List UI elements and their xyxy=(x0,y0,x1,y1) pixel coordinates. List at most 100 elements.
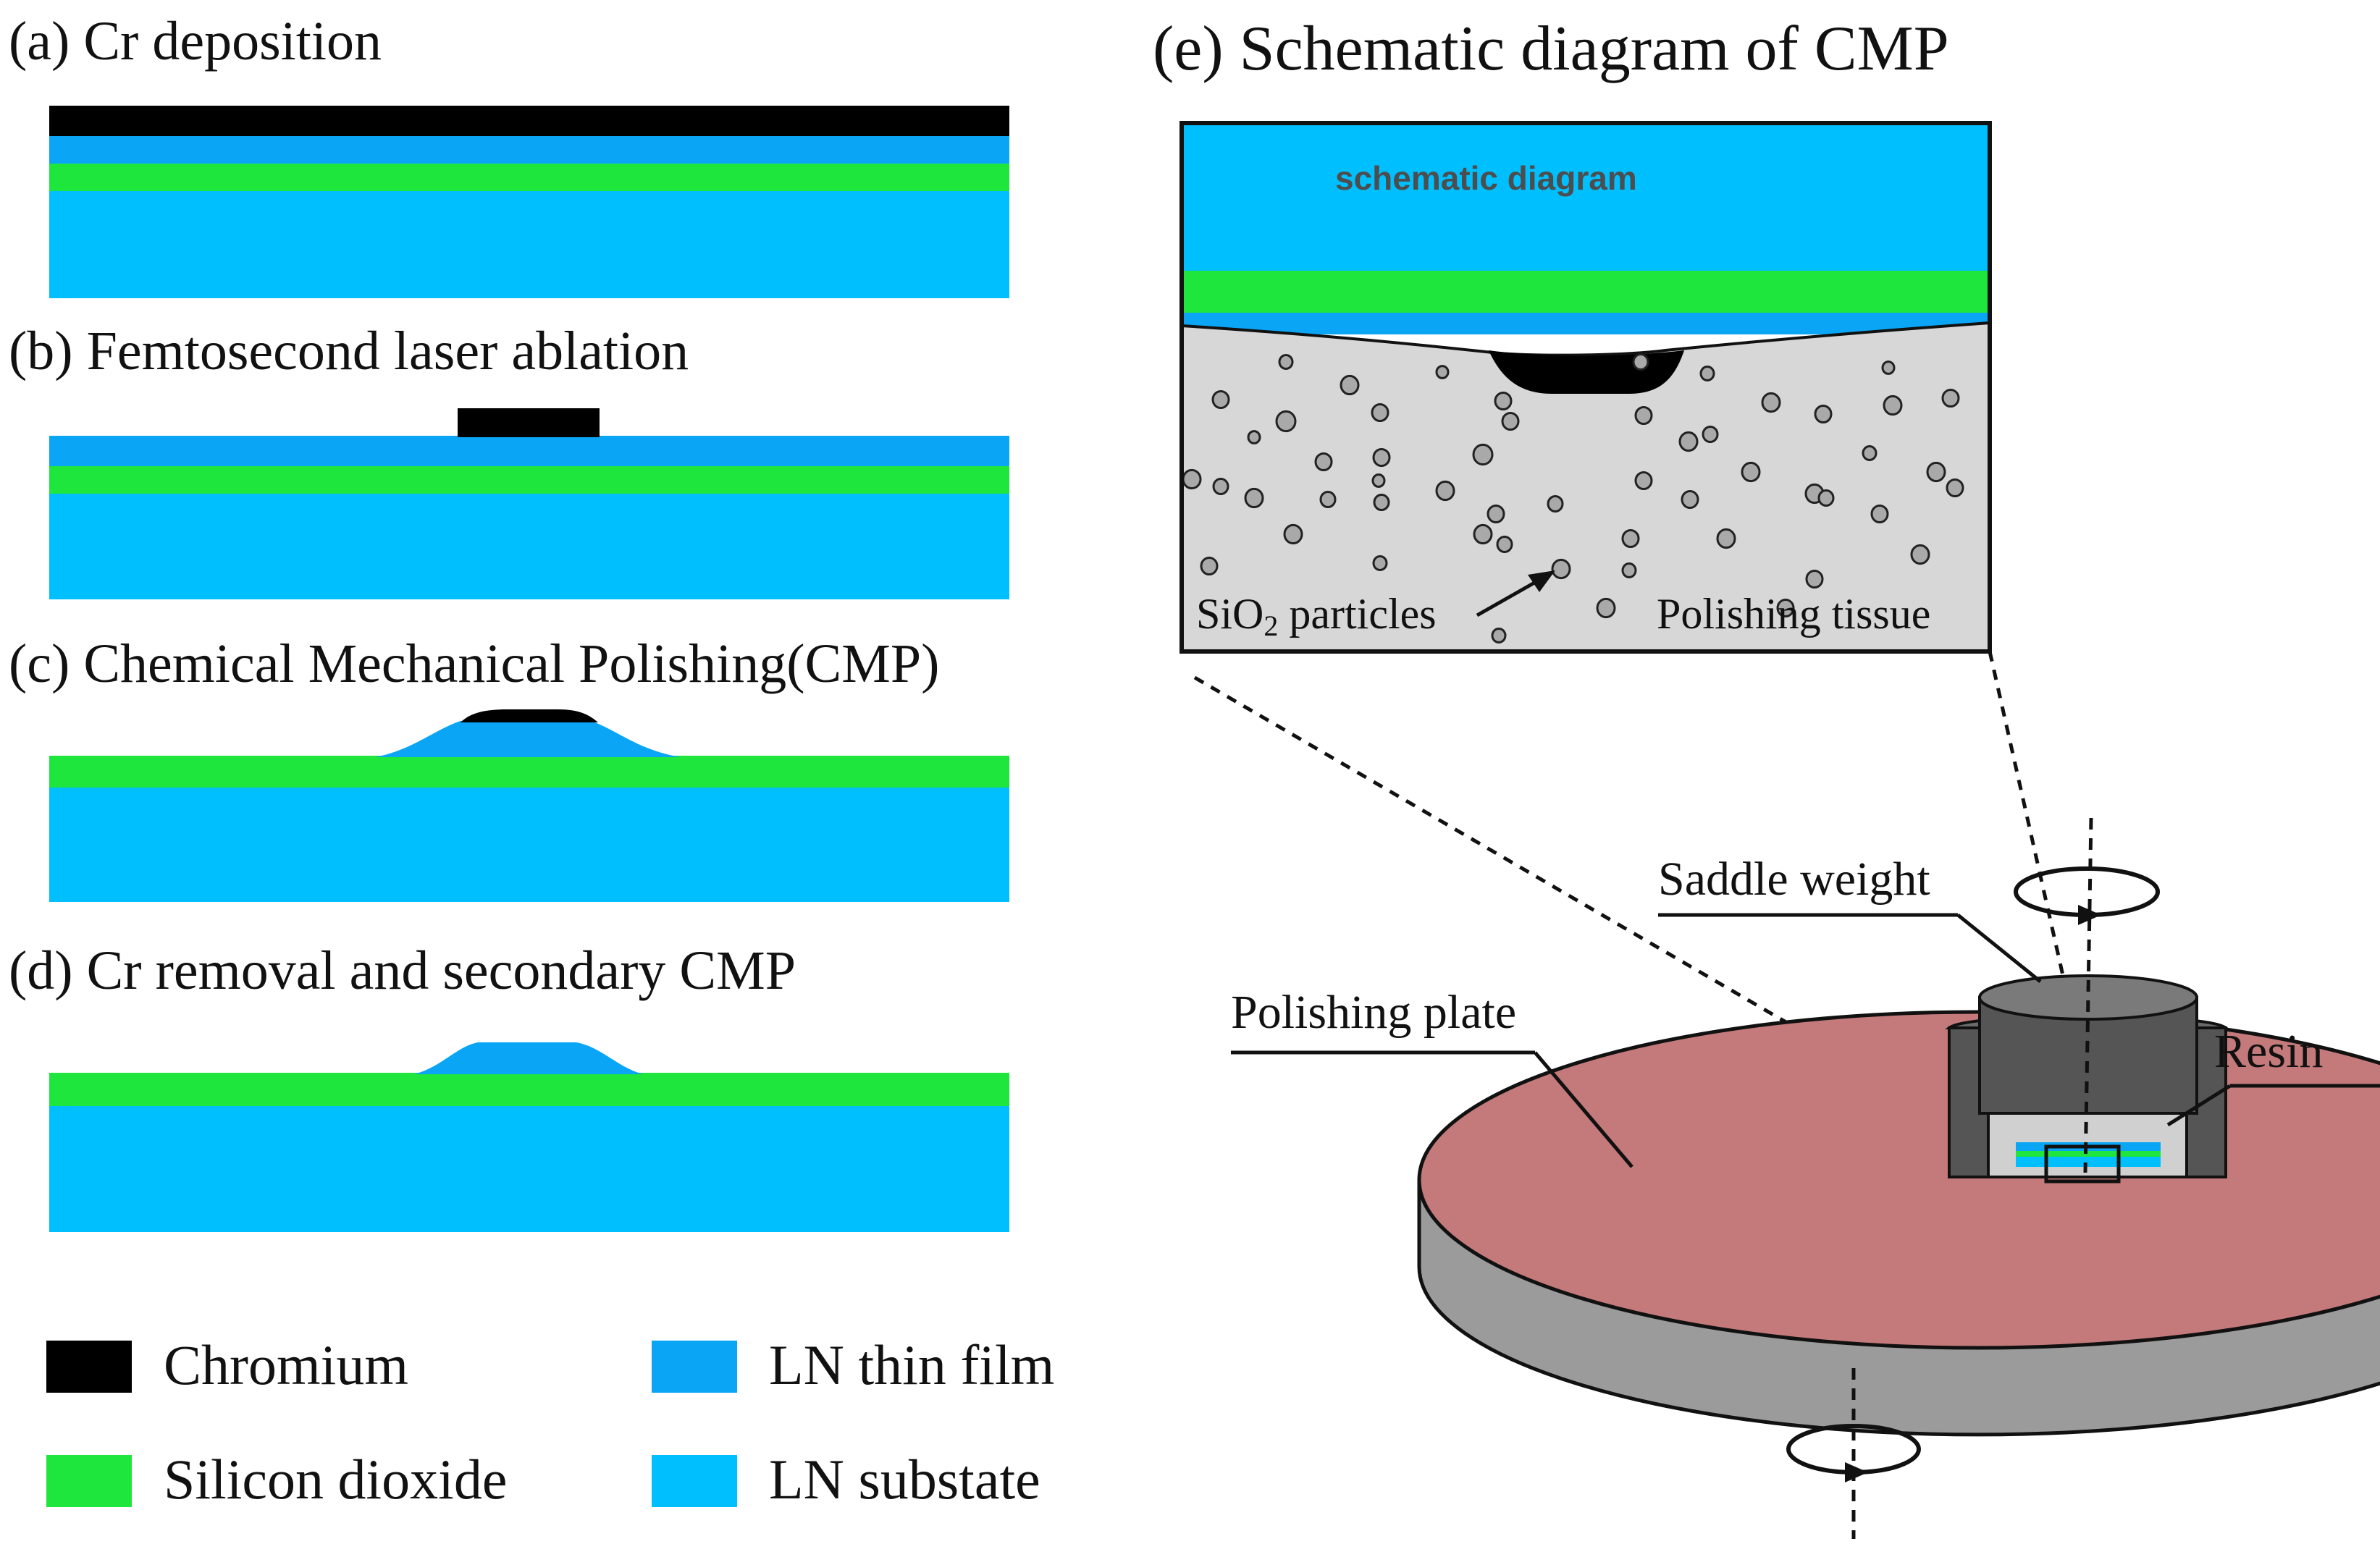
sio2-particle xyxy=(1212,478,1229,495)
panel-b-ln-substrate xyxy=(49,492,1009,599)
sio2-particle xyxy=(1372,555,1388,571)
panel-a-stack xyxy=(49,106,1009,298)
panel-d-stack xyxy=(49,1042,1009,1232)
tissue-label: Polishing tissue xyxy=(1657,590,1930,638)
panel-b-chromium-mask xyxy=(458,408,600,437)
legend-label-ln-substrate: LN substate xyxy=(769,1448,1040,1511)
sio2-particle xyxy=(1247,430,1261,444)
sio2-particle xyxy=(1634,471,1653,491)
panel-e-label: (e) Schematic diagram of CMP xyxy=(1153,14,1949,84)
sio2-particle xyxy=(1805,569,1824,589)
sio2-particle xyxy=(1314,452,1333,472)
sio2-particle xyxy=(1182,468,1202,490)
sio2-particle xyxy=(1319,491,1337,508)
sio2-particle xyxy=(1817,489,1835,507)
sio2-particle xyxy=(1870,504,1889,524)
polishing-plate-label: Polishing plate xyxy=(1231,986,1516,1039)
inset-particles xyxy=(1182,353,1964,644)
saddle-weight-top xyxy=(1978,974,2198,1021)
inset-ln-thin-film xyxy=(1182,313,1990,334)
plate-rotation-arrowhead xyxy=(1845,1462,1868,1482)
sio2-particle xyxy=(1473,523,1493,545)
sio2-particle xyxy=(1678,431,1699,452)
panel-b-ln-thin-film xyxy=(49,436,1009,466)
inset-ln-substrate xyxy=(1182,123,1990,274)
weight-rotation-arrowhead xyxy=(2078,905,2101,925)
resin-leader-diag xyxy=(2166,1084,2232,1127)
sio2-particle xyxy=(1371,473,1386,488)
panel-d-label: (d) Cr removal and secondary CMP xyxy=(9,940,796,1001)
sio2-particle xyxy=(1551,558,1571,580)
sio2-particle xyxy=(1275,410,1297,433)
legend: Chromium Silicon dioxide LN thin film LN… xyxy=(46,1333,1054,1511)
panel-c-chromium-cap xyxy=(461,709,598,722)
sio2-particle xyxy=(1200,556,1219,576)
sio2-particle xyxy=(1278,354,1294,370)
sio2-particle xyxy=(1372,447,1391,468)
panel-a-ln-substrate xyxy=(49,190,1009,298)
panel-b-stack xyxy=(49,408,1009,599)
sio2-particle xyxy=(1814,404,1833,424)
particles-arrowhead xyxy=(1528,570,1555,592)
sio2-particle xyxy=(1494,391,1513,411)
sio2-particle xyxy=(1776,598,1795,618)
panel-c-ln-substrate xyxy=(49,786,1009,902)
legend-label-chromium: Chromium xyxy=(164,1333,408,1396)
panel-b-silicon-dioxide xyxy=(49,465,1009,494)
weight-rotation-arrow xyxy=(2014,866,2160,917)
sample-silicon-dioxide xyxy=(2016,1151,2161,1157)
polishing-plate-leader-diag xyxy=(1534,1051,1633,1168)
inset-border xyxy=(1180,121,1992,654)
sio2-particle xyxy=(1596,597,1616,619)
particles-arrow-line xyxy=(1476,577,1542,617)
sio2-particle xyxy=(1761,392,1781,413)
panel-d-ln-substrate xyxy=(49,1105,1009,1232)
sio2-particle xyxy=(1926,461,1946,483)
inset-title: schematic diagram xyxy=(1335,159,1637,197)
panel-a-label: (a) Cr deposition xyxy=(9,11,382,72)
sio2-particle xyxy=(1472,443,1494,466)
sio2-particle xyxy=(1862,445,1877,461)
sio2-particle xyxy=(1941,388,1960,408)
resin-label: Resin xyxy=(2214,1025,2323,1078)
inset-schematic: schematic diagram SiO2 particles Polishi… xyxy=(1180,121,1992,654)
sio2-particle xyxy=(1716,528,1736,549)
legend-swatch-silicon-dioxide xyxy=(46,1455,132,1507)
sio2-particle xyxy=(1496,536,1513,553)
sio2-particle xyxy=(1487,504,1505,524)
sio2-particle xyxy=(1702,426,1719,443)
sio2-particle xyxy=(1699,366,1715,381)
particles-label: SiO2 particles xyxy=(1196,590,1437,642)
sio2-particle xyxy=(1435,365,1450,379)
sio2-particle xyxy=(1946,478,1964,498)
sio2-particle xyxy=(1501,411,1520,431)
saddle-weight-leader-diag xyxy=(1956,914,2042,983)
polishing-plate xyxy=(1417,1010,2380,1437)
saddle-weight-label: Saddle weight xyxy=(1658,853,1930,906)
sio2-particle xyxy=(1211,389,1230,410)
sio2-particle xyxy=(1547,495,1564,512)
inset-silicon-dioxide xyxy=(1182,271,1990,314)
sio2-particle xyxy=(1244,487,1264,509)
sio2-particle xyxy=(1741,461,1761,483)
legend-swatch-chromium xyxy=(46,1341,132,1393)
panel-c-stack xyxy=(49,709,1009,902)
sio2-particle xyxy=(1681,489,1699,510)
sample-ln-substrate xyxy=(2016,1157,2161,1167)
panel-a-chromium xyxy=(49,106,1009,136)
sample-zoom-box xyxy=(2044,1144,2121,1184)
panel-c-silicon-dioxide xyxy=(49,756,1009,788)
legend-label-silicon-dioxide: Silicon dioxide xyxy=(164,1448,507,1511)
sio2-particle xyxy=(1881,360,1896,375)
sio2-particle xyxy=(1621,528,1640,549)
sio2-particle xyxy=(1283,523,1303,545)
panel-c-label: (c) Chemical Mechanical Polishing(CMP) xyxy=(9,633,939,694)
sio2-particle xyxy=(1632,353,1649,371)
sio2-particle xyxy=(1491,628,1507,644)
panel-d-ln-ridge xyxy=(414,1042,643,1074)
sio2-particle xyxy=(1435,480,1455,502)
panel-c-ln-ridge xyxy=(375,721,681,757)
sio2-particle xyxy=(1634,405,1653,426)
panel-a-ln-thin-film xyxy=(49,135,1009,164)
sio2-particle xyxy=(1910,544,1930,565)
